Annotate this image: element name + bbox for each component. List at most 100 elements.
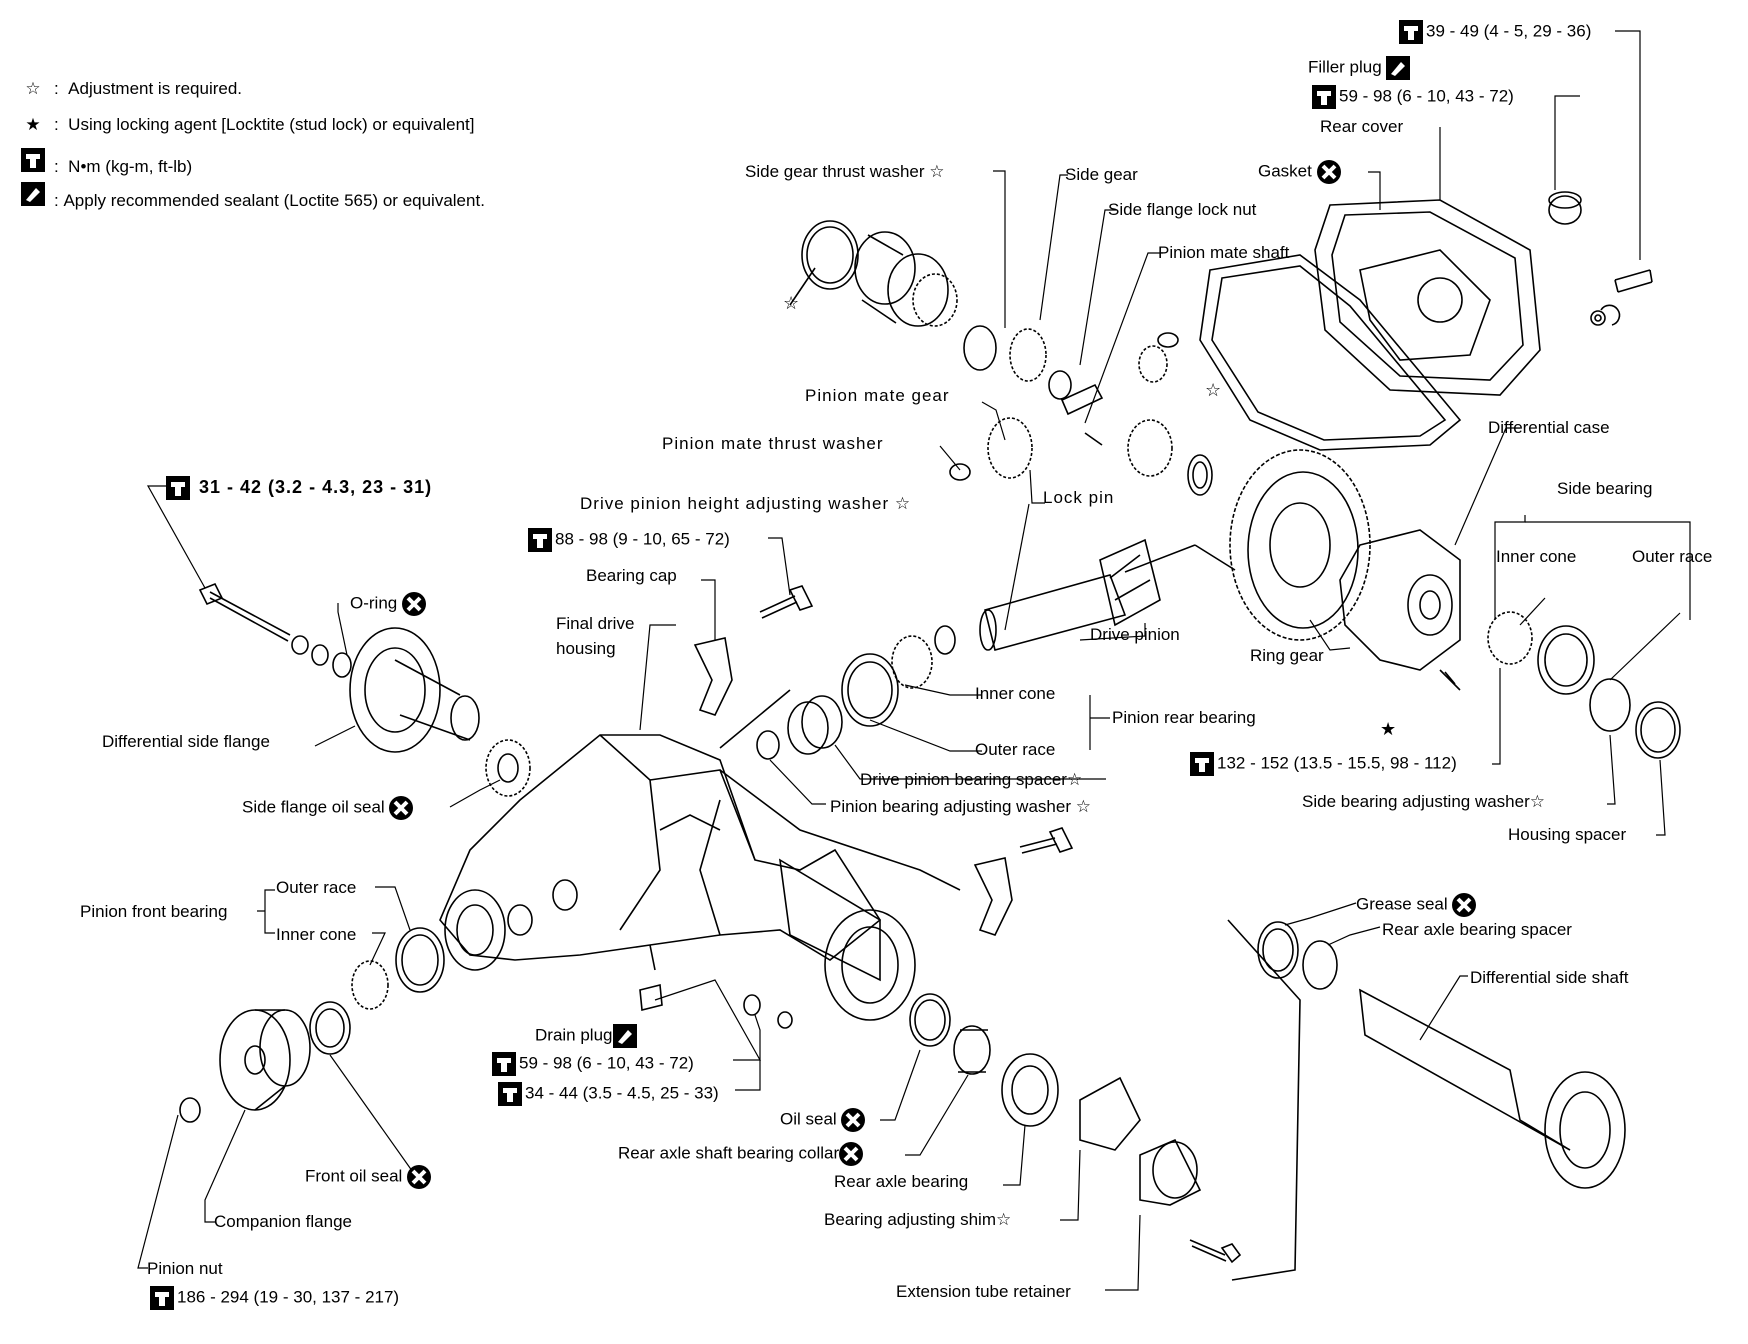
wrench-icon xyxy=(20,148,46,177)
rear-cover-shape xyxy=(1314,199,1541,396)
extension-tube-retainer-label: Extension tube retainer xyxy=(896,1282,1071,1301)
adjust-star-marker: ☆ xyxy=(1205,380,1221,401)
side-flange-bolt-shape xyxy=(209,591,291,642)
torque-ring-gear-bolt-label: 132 - 152 (13.5 - 15.5, 98 - 112) xyxy=(1190,752,1457,776)
wrench-icon xyxy=(150,1286,174,1310)
legend-text: Apply recommended sealant (Loctite 565) … xyxy=(63,191,485,210)
rear-axle-bearing-label: Rear axle bearing xyxy=(834,1172,969,1191)
bearing-cap-shape xyxy=(693,637,733,716)
final-drive-label: Final drive xyxy=(556,614,635,633)
pinion-mate-thrust-washer-label: Pinion mate thrust washer xyxy=(662,434,884,453)
legend-text: Using locking agent [Locktite (stud lock… xyxy=(68,115,475,134)
housing-label: housing xyxy=(556,639,616,658)
rear-axle-shaft-bearing-collar-label: Rear axle shaft bearing collar xyxy=(618,1142,866,1166)
sealant-icon xyxy=(612,1024,637,1048)
companion-flange-label: Companion flange xyxy=(214,1212,352,1231)
discard-icon xyxy=(1316,160,1341,184)
pinion-bearing-adjusting-washer-label: Pinion bearing adjusting washer ☆ xyxy=(830,797,1091,816)
differential-case-label: Differential case xyxy=(1488,418,1610,437)
side-shaft-shape xyxy=(1359,988,1571,1151)
outer-race-mid-label: Outer race xyxy=(975,740,1056,759)
inner-cone-front-label: Inner cone xyxy=(276,925,357,944)
legend-row-sealant: : Apply recommended sealant (Loctite 565… xyxy=(20,182,485,211)
oil-seal-label: Oil seal xyxy=(780,1108,868,1132)
wrench-icon xyxy=(528,528,552,552)
legend-text: N•m (kg-m, ft-lb) xyxy=(68,157,193,176)
torque-drain-plug-label: 59 - 98 (6 - 10, 43 - 72) xyxy=(492,1052,694,1076)
outer-race-front-label: Outer race xyxy=(276,878,357,897)
pinion-mate-gear-label: Pinion mate gear xyxy=(805,386,950,405)
wrench-icon xyxy=(1190,752,1214,776)
drive-pinion-height-adjusting-washer-label: Drive pinion height adjusting washer ☆ xyxy=(580,494,912,513)
rear-cover-label: Rear cover xyxy=(1320,117,1404,136)
grease-seal-label: Grease seal xyxy=(1356,893,1479,917)
thrust-washer-shape xyxy=(801,220,859,290)
torque-side-flange-bolt-label: 31 - 42 (3.2 - 4.3, 23 - 31) xyxy=(166,476,432,500)
gasket-label: Gasket xyxy=(1258,160,1344,184)
torque-bearing-cap-label: 88 - 98 (9 - 10, 65 - 72) xyxy=(528,528,730,552)
filler-plug-label: Filler plug xyxy=(1308,56,1413,80)
locking-star-icon: ★ xyxy=(25,115,41,134)
differential-case-shape xyxy=(1339,529,1461,671)
inner-cone-mid-label: Inner cone xyxy=(975,684,1056,703)
bearing-cap-label: Bearing cap xyxy=(586,566,677,585)
discard-icon xyxy=(407,1165,432,1189)
side-gear-label: Side gear xyxy=(1065,165,1138,184)
discard-icon xyxy=(389,796,414,820)
torque-pinion-nut-label: 186 - 294 (19 - 30, 137 - 217) xyxy=(150,1286,399,1310)
differential-side-shaft-label: Differential side shaft xyxy=(1470,968,1629,987)
ring-gear-label: Ring gear xyxy=(1250,646,1324,665)
bearing-adjusting-shim-label: Bearing adjusting shim☆ xyxy=(824,1210,1012,1229)
side-gear-thrust-washer-label: Side gear thrust washer ☆ xyxy=(745,162,945,181)
pinion-rear-bearing-label: Pinion rear bearing xyxy=(1112,708,1256,727)
discard-icon xyxy=(1452,893,1477,917)
wrench-icon xyxy=(492,1052,516,1076)
adjust-star-marker: ☆ xyxy=(783,293,799,314)
gasket-shape xyxy=(1199,254,1462,451)
drive-pinion-shape xyxy=(984,574,1127,651)
discard-icon xyxy=(401,592,426,616)
filler-plug-shape xyxy=(1548,195,1582,225)
adjust-star-icon: ☆ xyxy=(25,79,41,98)
ring-gear-shape xyxy=(1229,449,1371,641)
pinion-front-bearing-label: Pinion front bearing xyxy=(80,902,228,921)
side-flange-oil-seal-label: Side flange oil seal xyxy=(242,796,416,820)
o-ring-label: O-ring xyxy=(350,592,429,616)
housing-spacer-label: Housing spacer xyxy=(1508,825,1627,844)
sealant-icon xyxy=(20,182,46,211)
wrench-icon xyxy=(1312,85,1336,109)
inner-cone-right-label: Inner cone xyxy=(1496,547,1577,566)
drive-pinion-label: Drive pinion xyxy=(1090,625,1180,644)
torque-top-bolt-label: 39 - 49 (4 - 5, 29 - 36) xyxy=(1399,20,1591,44)
side-flange-lock-nut-label: Side flange lock nut xyxy=(1108,200,1257,219)
final-drive-housing-shape xyxy=(439,734,882,961)
diff-side-flange-shape xyxy=(349,627,441,753)
discard-icon xyxy=(841,1108,866,1132)
wrench-icon xyxy=(1399,20,1423,44)
pinion-mate-shaft-shape xyxy=(1060,383,1104,416)
lock-pin-label: Lock pin xyxy=(1043,488,1115,507)
legend-row-locking: ★: Using locking agent [Locktite (stud l… xyxy=(20,115,475,135)
shim-shape xyxy=(1079,1076,1141,1151)
side-bearing-label: Side bearing xyxy=(1557,479,1653,498)
wrench-icon xyxy=(498,1082,522,1106)
pinion-nut-label: Pinion nut xyxy=(147,1259,223,1278)
torque-nut-label: 34 - 44 (3.5 - 4.5, 25 - 33) xyxy=(498,1082,719,1106)
locking-star-marker: ★ xyxy=(1380,719,1396,740)
drain-plug-label: Drain plug xyxy=(535,1024,640,1048)
outer-race-right-label: Outer race xyxy=(1632,547,1713,566)
wrench-icon xyxy=(166,476,190,500)
sealant-icon xyxy=(1386,56,1411,80)
legend-text: Adjustment is required. xyxy=(68,79,243,98)
torque-filler-label: 59 - 98 (6 - 10, 43 - 72) xyxy=(1312,85,1514,109)
legend-row-adjustment: ☆: Adjustment is required. xyxy=(20,79,242,99)
differential-side-flange-label: Differential side flange xyxy=(102,732,270,751)
rear-axle-bearing-shape xyxy=(1001,1053,1059,1127)
pinion-mate-shaft-label: Pinion mate shaft xyxy=(1158,243,1290,262)
front-oil-seal-label: Front oil seal xyxy=(305,1165,434,1189)
drive-pinion-bearing-spacer-label: Drive pinion bearing spacer☆ xyxy=(860,770,1083,789)
discard-icon xyxy=(839,1142,864,1166)
side-bearing-adjusting-washer-label: Side bearing adjusting washer☆ xyxy=(1302,792,1545,811)
